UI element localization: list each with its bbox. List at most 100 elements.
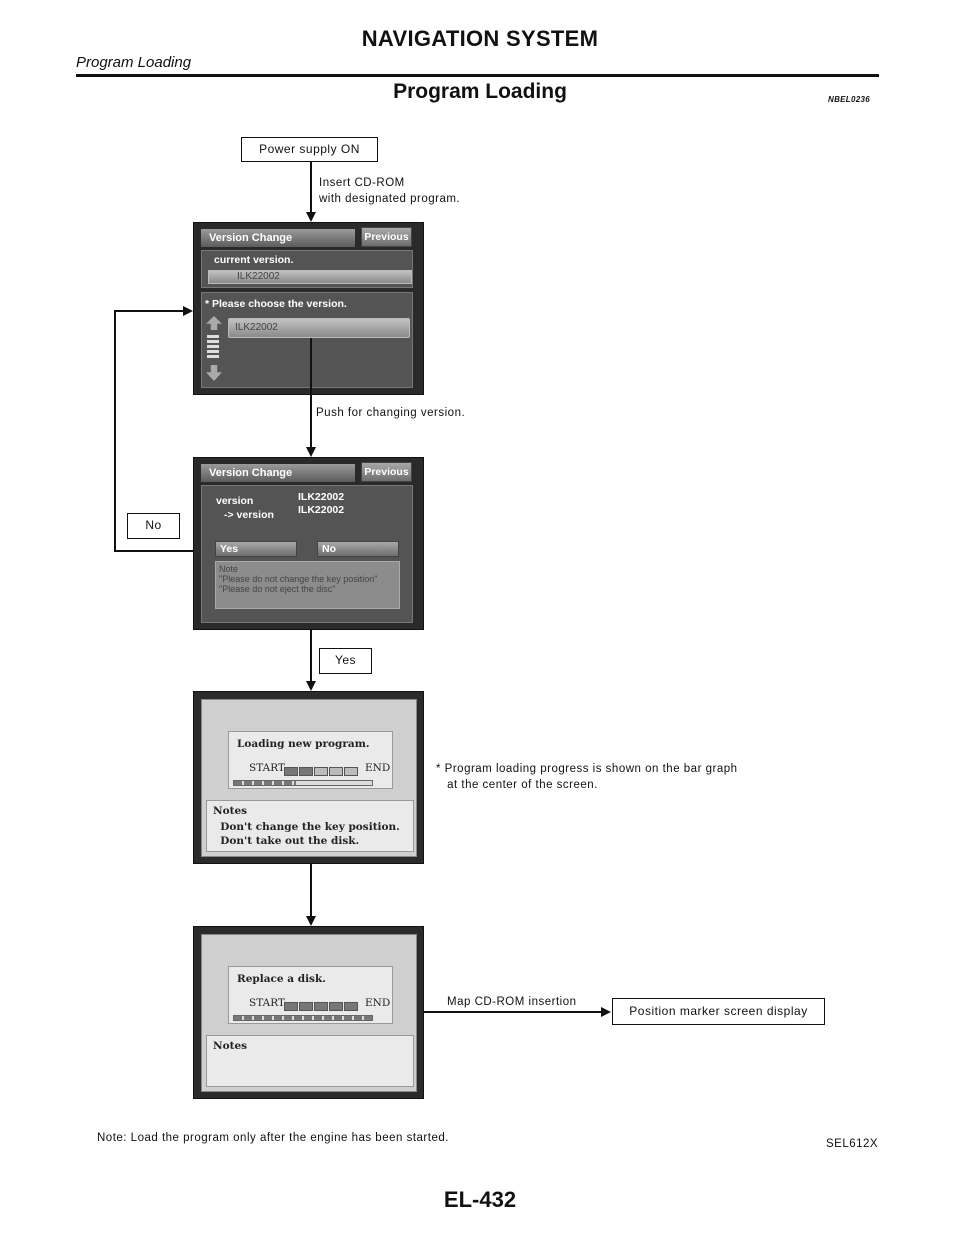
version-value: ILK22002 (298, 491, 345, 503)
yes-label: Yes (334, 653, 357, 667)
previous-button[interactable]: Previous (361, 462, 412, 482)
position-marker-box: Position marker screen display (612, 998, 825, 1025)
loading-screen: Loading new program. START END Notes Don… (193, 691, 424, 864)
scroll-up-icon[interactable] (206, 316, 222, 330)
screen-title-bar: Version Change (201, 464, 355, 482)
progress-segment (284, 1002, 298, 1011)
choose-version-label: * Please choose the version. (205, 298, 347, 310)
arrow-down-icon (306, 681, 316, 691)
progress-segment (299, 767, 313, 776)
progress-end-label: END (365, 762, 391, 774)
progress-segment (314, 767, 328, 776)
arrow-down-icon (306, 212, 316, 222)
version-option-button[interactable]: ILK22002 (228, 318, 410, 338)
arrow-right-icon (183, 306, 193, 316)
no-loop-line (114, 310, 184, 312)
header-divider (76, 74, 879, 77)
flow-line (424, 1011, 602, 1013)
version-label: version (216, 495, 254, 507)
no-label: No (145, 518, 162, 532)
progress-note: * Program loading progress is shown on t… (436, 763, 738, 791)
yes-box: Yes (319, 648, 372, 674)
insert-cdrom-note: Insert CD-ROM with designated program. (319, 177, 461, 205)
progress-segment (344, 1002, 358, 1011)
progress-end-label: END (365, 997, 391, 1009)
scroll-track[interactable] (207, 335, 219, 359)
no-loop-line (114, 310, 116, 551)
current-version-panel: current version. ILK22002 (201, 250, 413, 288)
flow-line (310, 162, 312, 214)
note-title: Note (219, 564, 239, 574)
version-confirm-screen: Version Change Previous version ILK22002… (193, 457, 424, 630)
replace-panel: Replace a disk. START END Notes (201, 934, 417, 1092)
loading-panel: Loading new program. START END Notes Don… (201, 699, 417, 857)
position-marker-label: Position marker screen display (629, 1004, 808, 1018)
confirm-panel: version ILK22002 -> version ILK22002 Yes… (201, 485, 413, 623)
power-supply-box: Power supply ON (241, 137, 378, 162)
choose-version-panel: * Please choose the version. ILK22002 (201, 292, 413, 388)
map-cdrom-note: Map CD-ROM insertion (447, 996, 577, 1008)
section-title: Program Loading (393, 80, 567, 103)
progress-bar (233, 780, 373, 786)
push-version-note: Push for changing version. (316, 407, 466, 419)
progress-segment (284, 767, 298, 776)
version-select-screen: Version Change Previous current version.… (193, 222, 424, 395)
new-version-value: ILK22002 (298, 504, 345, 516)
progress-segment (344, 767, 358, 776)
progress-bar (233, 1015, 373, 1021)
notes-line-2: Don't take out the disk. (213, 835, 360, 847)
replace-disk-screen: Replace a disk. START END Notes (193, 926, 424, 1099)
page-number: EL-432 (443, 1187, 517, 1212)
progress-start-label: START (249, 762, 285, 774)
progress-segments (284, 763, 364, 776)
previous-button[interactable]: Previous (361, 227, 412, 247)
screen-title-bar: Version Change (201, 229, 355, 247)
figure-code: SEL612X (826, 1138, 879, 1150)
previous-button-label: Previous (364, 231, 409, 243)
replace-window: Replace a disk. START END (228, 966, 393, 1024)
yes-button[interactable]: Yes (215, 541, 297, 557)
version-option-value: ILK22002 (235, 322, 278, 333)
flow-line (310, 630, 312, 682)
no-button-label: No (322, 543, 336, 555)
note-line-2: "Please do not eject the disc" (219, 584, 336, 594)
progress-segment (314, 1002, 328, 1011)
current-version-field: ILK22002 (208, 270, 412, 284)
no-button[interactable]: No (317, 541, 399, 557)
no-box: No (127, 513, 180, 539)
note-box: Note "Please do not change the key posit… (215, 561, 400, 609)
notes-title: Notes (213, 805, 248, 817)
arrow-down-icon (306, 447, 316, 457)
current-version-label: current version. (214, 254, 294, 266)
notes-window: Notes (206, 1035, 414, 1087)
new-version-label: -> version (224, 509, 274, 521)
progress-segment (329, 767, 343, 776)
power-supply-label: Power supply ON (259, 142, 360, 156)
notes-title: Notes (213, 1040, 248, 1052)
flow-line (310, 864, 312, 917)
no-loop-line (114, 550, 194, 552)
footer-note: Note: Load the program only after the en… (97, 1132, 449, 1144)
arrow-down-icon (306, 916, 316, 926)
yes-button-label: Yes (220, 543, 239, 555)
page-header-title: NAVIGATION SYSTEM (361, 26, 599, 51)
progress-start-label: START (249, 997, 285, 1009)
scroll-down-icon[interactable] (206, 365, 222, 381)
replace-message: Replace a disk. (237, 973, 326, 985)
previous-button-label: Previous (364, 466, 409, 478)
flow-line (310, 338, 312, 448)
current-version-value: ILK22002 (237, 271, 280, 282)
notes-line-1: Don't change the key position. (213, 821, 400, 833)
screen-title: Version Change (209, 467, 293, 479)
note-line-1: "Please do not change the key position" (219, 574, 378, 584)
progress-segment (299, 1002, 313, 1011)
screen-title: Version Change (209, 232, 293, 244)
loading-message: Loading new program. (237, 738, 370, 750)
arrow-right-icon (601, 1007, 611, 1017)
progress-segments (284, 998, 364, 1011)
section-code: NBEL0236 (828, 95, 870, 104)
loading-window: Loading new program. START END (228, 731, 393, 789)
page-header-subtitle: Program Loading (76, 54, 192, 71)
progress-segment (329, 1002, 343, 1011)
notes-window: Notes Don't change the key position. Don… (206, 800, 414, 852)
